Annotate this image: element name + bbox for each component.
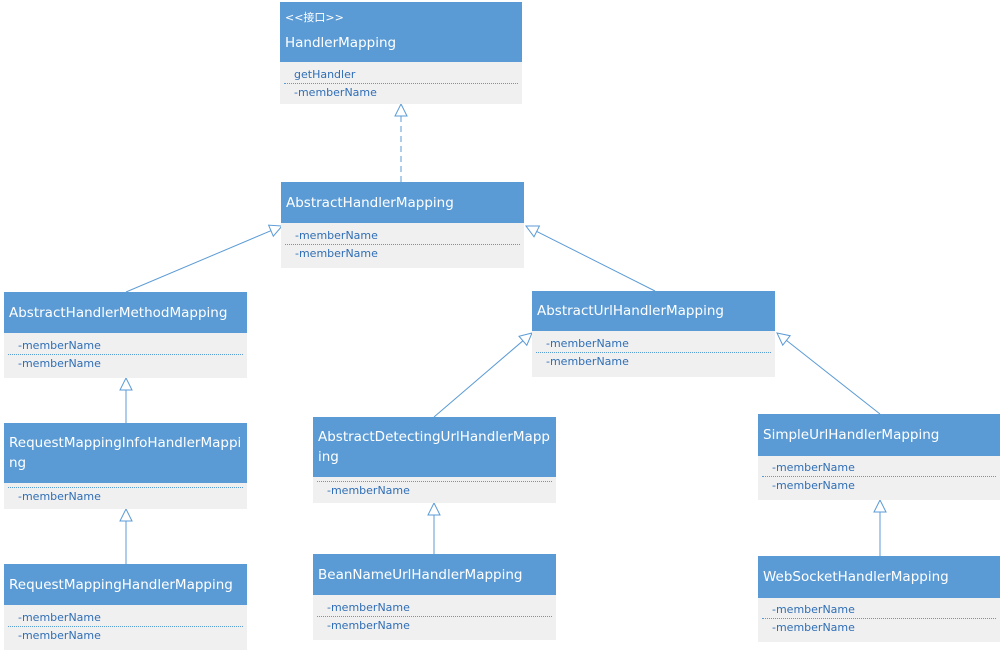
member-item: -memberName bbox=[18, 629, 101, 642]
class-abstract-handler-method-mapping[interactable]: AbstractHandlerMethodMapping -memberName… bbox=[4, 292, 247, 378]
hollow-arrowhead-icon bbox=[119, 376, 133, 391]
class-name: AbstractDetectingUrlHandlerMapping bbox=[318, 429, 550, 465]
class-header: <<接口>> HandlerMapping bbox=[280, 2, 522, 62]
class-abstract-handler-mapping[interactable]: AbstractHandlerMapping -memberName -memb… bbox=[281, 182, 524, 268]
class-request-mapping-handler-mapping[interactable]: RequestMappingHandlerMapping -memberName… bbox=[4, 564, 247, 650]
class-simple-url-handler-mapping[interactable]: SimpleUrlHandlerMapping -memberName -mem… bbox=[758, 414, 1000, 500]
member-item: -memberName bbox=[18, 357, 101, 370]
member-item: -memberName bbox=[546, 355, 629, 368]
member-item: -memberName bbox=[327, 619, 410, 632]
hollow-arrowhead-icon bbox=[427, 501, 441, 516]
class-header: AbstractUrlHandlerMapping bbox=[532, 291, 775, 331]
class-header: AbstractHandlerMethodMapping bbox=[4, 292, 247, 333]
class-members: -memberName bbox=[4, 483, 247, 509]
hollow-arrowhead-icon bbox=[394, 102, 408, 117]
class-websocket-handler-mapping[interactable]: WebSocketHandlerMapping -memberName -mem… bbox=[758, 556, 1000, 642]
class-name: AbstractHandlerMethodMapping bbox=[9, 304, 228, 321]
hollow-arrowhead-icon bbox=[873, 498, 887, 513]
method-item: getHandler bbox=[284, 66, 518, 84]
member-item: -memberName bbox=[8, 487, 243, 505]
generalization-line bbox=[125, 230, 272, 293]
class-members: -memberName -memberName bbox=[532, 331, 775, 377]
class-members: -memberName bbox=[313, 477, 556, 503]
class-request-mapping-info-handler-mapping[interactable]: RequestMappingInfoHandlerMapping -member… bbox=[4, 423, 247, 509]
class-header: RequestMappingInfoHandlerMapping bbox=[4, 423, 247, 483]
class-bean-name-url-handler-mapping[interactable]: BeanNameUrlHandlerMapping -memberName -m… bbox=[313, 554, 556, 640]
class-name: AbstractUrlHandlerMapping bbox=[537, 303, 724, 319]
member-item: -memberName bbox=[295, 247, 378, 260]
class-header: AbstractHandlerMapping bbox=[281, 182, 524, 223]
class-members: -memberName -memberName bbox=[758, 598, 1000, 642]
generalization-line bbox=[786, 340, 881, 415]
member-item: -memberName bbox=[772, 479, 855, 492]
class-members: getHandler -memberName bbox=[280, 62, 522, 104]
class-header: BeanNameUrlHandlerMapping bbox=[313, 554, 556, 595]
hollow-arrowhead-icon bbox=[119, 507, 133, 522]
hollow-arrowhead-icon bbox=[776, 332, 792, 347]
member-item: -memberName bbox=[762, 601, 996, 619]
member-item: -memberName bbox=[317, 599, 552, 617]
hollow-arrowhead-icon bbox=[267, 224, 284, 238]
class-header: AbstractDetectingUrlHandlerMapping bbox=[313, 417, 556, 477]
class-members: -memberName -memberName bbox=[4, 605, 247, 650]
class-name: WebSocketHandlerMapping bbox=[763, 569, 949, 585]
class-abstract-url-handler-mapping[interactable]: AbstractUrlHandlerMapping -memberName -m… bbox=[532, 291, 775, 377]
class-name: RequestMappingHandlerMapping bbox=[9, 576, 233, 593]
member-item: -memberName bbox=[294, 86, 377, 99]
class-name: RequestMappingInfoHandlerMapping bbox=[9, 435, 242, 471]
generalization-line bbox=[433, 340, 524, 418]
class-name: SimpleUrlHandlerMapping bbox=[763, 427, 940, 443]
interface-stereotype: <<接口>> bbox=[285, 11, 344, 24]
class-members: -memberName -memberName bbox=[281, 223, 524, 268]
class-name: AbstractHandlerMapping bbox=[286, 194, 454, 211]
class-members: -memberName -memberName bbox=[758, 456, 1000, 500]
class-header: WebSocketHandlerMapping bbox=[758, 556, 1000, 598]
member-item: -memberName bbox=[8, 337, 243, 355]
member-item: -memberName bbox=[536, 335, 771, 353]
class-name: HandlerMapping bbox=[285, 35, 397, 51]
member-item: -memberName bbox=[772, 621, 855, 634]
class-abstract-detecting-url-handler-mapping[interactable]: AbstractDetectingUrlHandlerMapping -memb… bbox=[313, 417, 556, 503]
member-item: -memberName bbox=[8, 609, 243, 627]
member-item: -memberName bbox=[317, 481, 552, 499]
hollow-arrowhead-icon bbox=[518, 332, 533, 347]
class-header: SimpleUrlHandlerMapping bbox=[758, 414, 1000, 456]
generalization-line bbox=[536, 230, 656, 292]
class-handler-mapping[interactable]: <<接口>> HandlerMapping getHandler -member… bbox=[280, 2, 522, 104]
hollow-arrowhead-icon bbox=[525, 225, 541, 238]
class-members: -memberName -memberName bbox=[313, 595, 556, 640]
class-name: BeanNameUrlHandlerMapping bbox=[318, 566, 523, 583]
member-item: -memberName bbox=[762, 459, 996, 477]
class-members: -memberName -memberName bbox=[4, 333, 247, 378]
member-item: -memberName bbox=[285, 227, 520, 245]
class-header: RequestMappingHandlerMapping bbox=[4, 564, 247, 605]
